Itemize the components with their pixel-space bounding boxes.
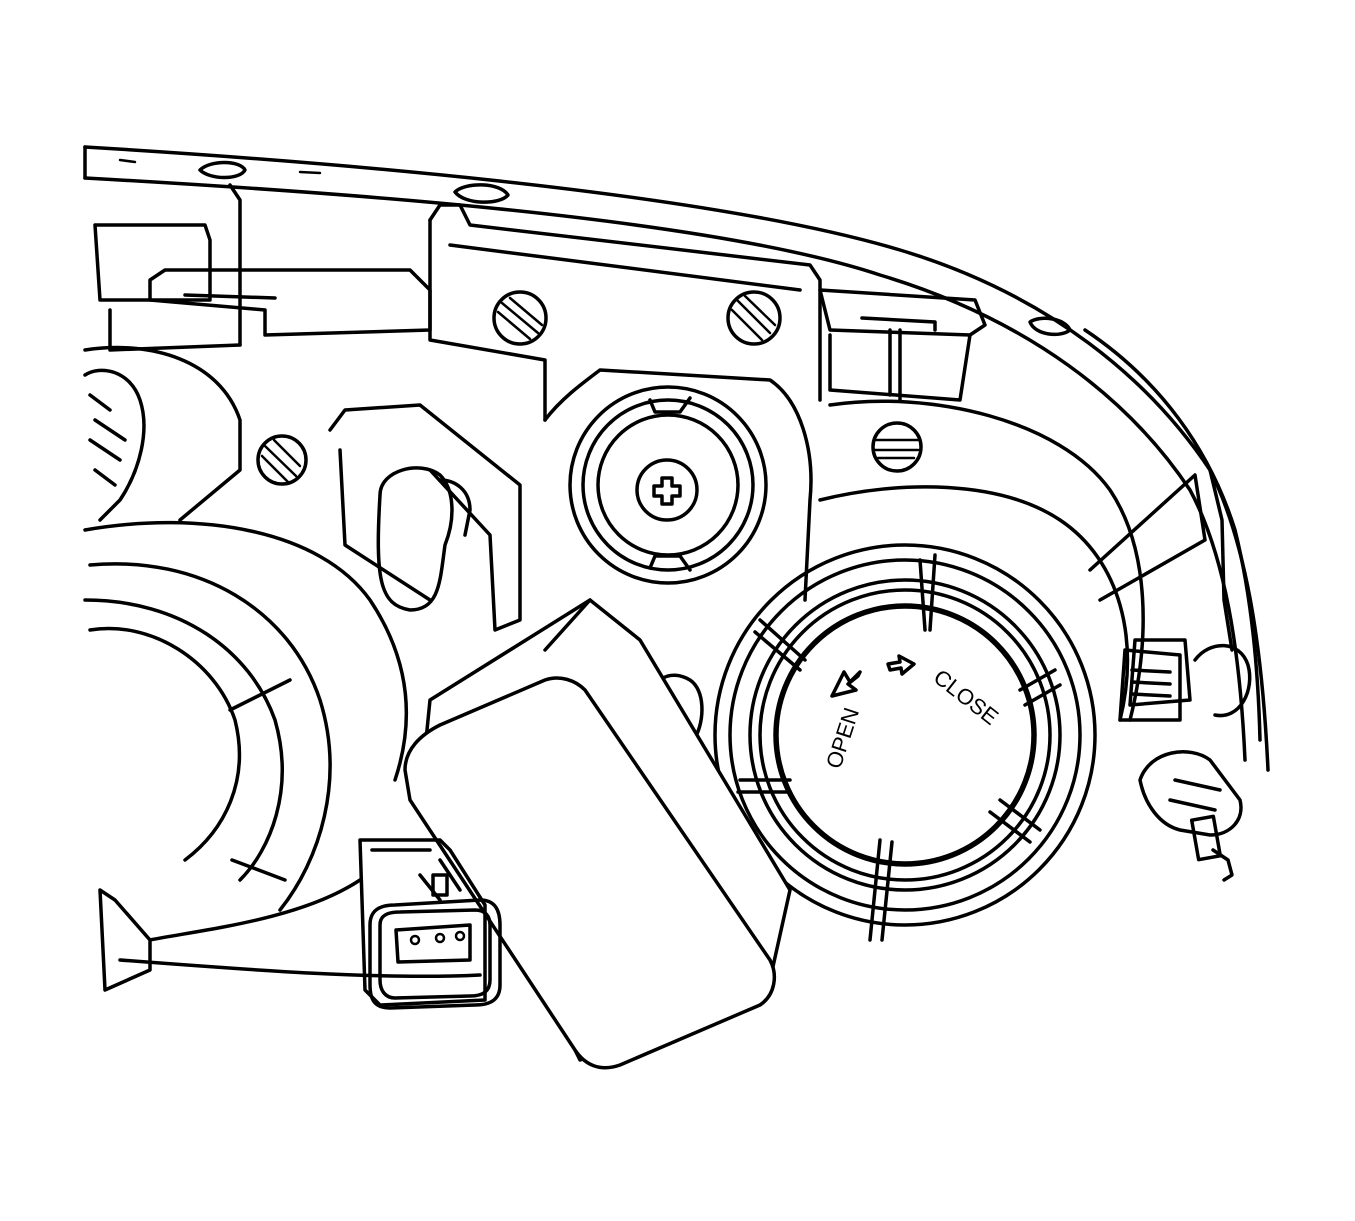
close-label: CLOSE [929, 664, 1003, 730]
electrical-connector [358, 838, 502, 1010]
electronic-module [403, 598, 792, 1070]
bulb-cap-assembly [713, 399, 1145, 942]
adjuster-housing [543, 368, 813, 602]
slotted-screw-4 [871, 421, 923, 473]
phillips-screw-icon [635, 458, 699, 522]
bulb-cap-face [775, 605, 1035, 865]
slotted-screw-1 [492, 290, 548, 346]
side-connector [1118, 638, 1252, 722]
bulb-holder-tab [328, 403, 522, 632]
mounting-tabs [93, 183, 987, 422]
housing-outline [83, 145, 1270, 772]
open-label: OPEN [821, 705, 864, 772]
slotted-screw-3 [256, 434, 308, 486]
slotted-screw-2 [726, 290, 782, 346]
adjuster-stud [1138, 750, 1243, 882]
arrow-down-left-icon [830, 670, 862, 698]
left-bulb-socket [83, 345, 482, 992]
arrow-right-icon [886, 654, 916, 676]
